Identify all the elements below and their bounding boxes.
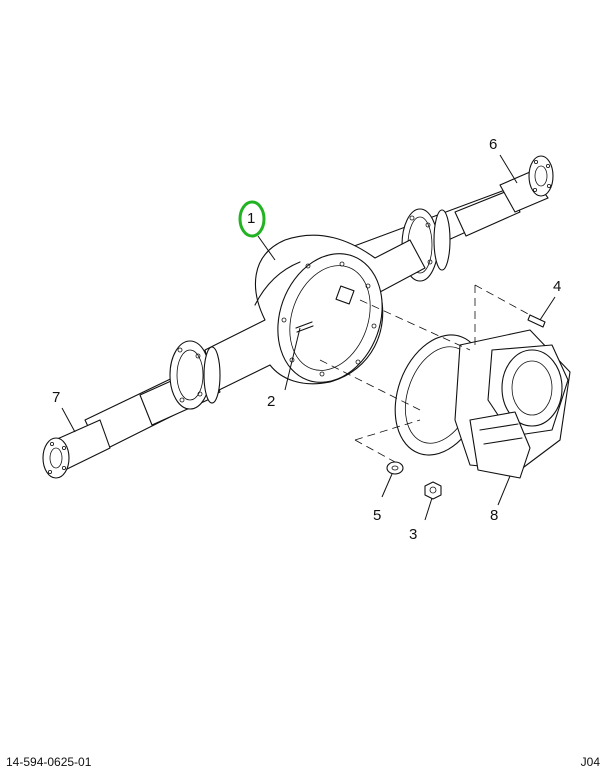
differential-carrier bbox=[394, 329, 571, 479]
leader-lines bbox=[61, 154, 556, 521]
callout-5[interactable]: 5 bbox=[373, 507, 382, 524]
callout-2[interactable]: 2 bbox=[267, 393, 276, 410]
callout-8[interactable]: 8 bbox=[490, 507, 499, 524]
callout-4[interactable]: 4 bbox=[553, 278, 562, 295]
left-axle-flange bbox=[42, 419, 111, 479]
callout-6[interactable]: 6 bbox=[489, 136, 498, 153]
axle-housing bbox=[204, 234, 426, 393]
left-axle-tube bbox=[84, 340, 221, 453]
document-number: 14-594-0625-01 bbox=[6, 755, 92, 769]
assembly-lines bbox=[319, 284, 531, 463]
callout-1-highlight-ring bbox=[238, 200, 266, 238]
washer-item-5 bbox=[386, 461, 404, 475]
callout-7[interactable]: 7 bbox=[52, 389, 61, 406]
callout-3[interactable]: 3 bbox=[409, 526, 418, 543]
callout-1[interactable]: 1 bbox=[247, 210, 256, 227]
sheet-code: J04 bbox=[580, 755, 600, 769]
nut-item-3 bbox=[424, 481, 442, 500]
right-axle-flange bbox=[499, 155, 554, 213]
